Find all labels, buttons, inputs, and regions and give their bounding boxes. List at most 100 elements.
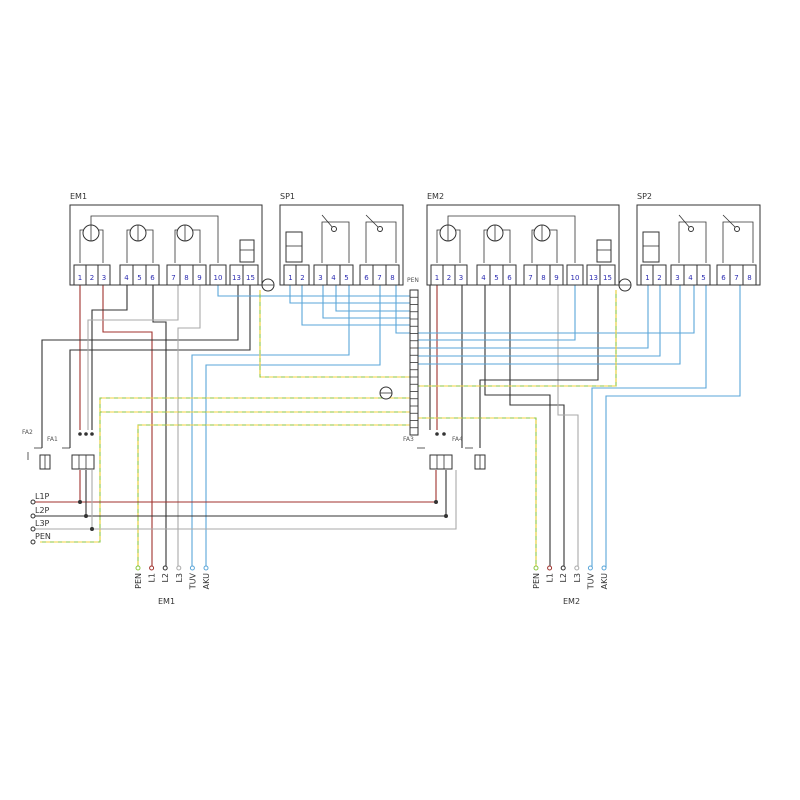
- breaker-fa1: FA1: [47, 432, 95, 470]
- breaker-fa1-label: FA1: [47, 436, 58, 443]
- feed-label-l1p: L1P: [35, 492, 50, 501]
- strip-cells: [410, 289, 418, 429]
- terminal-label: 7: [528, 274, 532, 282]
- terminal-3: 3: [670, 264, 685, 286]
- coil-em1-2: [126, 224, 154, 263]
- terminal-7: 7: [523, 264, 538, 286]
- terminal-6: 6: [145, 264, 160, 286]
- terminal-9: 9: [192, 264, 207, 286]
- block-em2-label: EM2: [427, 192, 444, 201]
- terminal-label: 2: [447, 274, 451, 282]
- terminal-label: 7: [377, 274, 381, 282]
- terminal-label: 15: [246, 274, 255, 282]
- terminal-label: 3: [675, 274, 679, 282]
- wire-em1-blue-2: [289, 285, 410, 304]
- block-sp1-label: SP1: [280, 192, 295, 201]
- terminal-label: 8: [541, 274, 545, 282]
- output-label: L1: [148, 573, 157, 583]
- terminal-label: 6: [150, 274, 155, 282]
- wire-em1-l2-out: [152, 285, 167, 568]
- wire-em1-blue-4: [322, 285, 410, 319]
- switch-sp1-1: [321, 214, 350, 263]
- terminal-1: 1: [640, 264, 655, 286]
- terminal-1: 1: [73, 264, 87, 286]
- terminal-4: 4: [683, 264, 698, 286]
- terminal-label: 15: [603, 274, 612, 282]
- terminal-label: 6: [364, 274, 369, 282]
- feed-label-l2p: L2P: [35, 506, 50, 515]
- terminal-2: 2: [295, 264, 310, 286]
- terminal-label: 4: [481, 274, 486, 282]
- terminal-5: 5: [339, 264, 354, 286]
- switch-sp2-2: [722, 214, 754, 263]
- output-label: L3: [573, 573, 582, 583]
- terminal-label: 2: [657, 274, 661, 282]
- output-terminal-l3: L3: [573, 565, 582, 583]
- terminal-5: 5: [696, 264, 711, 286]
- terminal-8: 8: [742, 264, 757, 286]
- terminal-10: 10: [209, 264, 227, 286]
- output-terminal-pen: PEN: [532, 565, 541, 589]
- switch-sp2-1: [678, 214, 707, 263]
- feed-lines: L1P L2P L3P PEN: [30, 492, 51, 545]
- terminal-label: 13: [232, 274, 241, 282]
- wire-em2-l2b: [509, 285, 565, 568]
- output-terminal-l1: L1: [546, 565, 555, 583]
- terminal-9: 9: [549, 264, 564, 286]
- terminal-label: 8: [747, 274, 751, 282]
- wire-em2-blue-6: [591, 285, 707, 568]
- terminal-label: 8: [390, 274, 394, 282]
- pen-strip-label: PEN: [407, 277, 419, 284]
- terminal-label: 2: [300, 274, 304, 282]
- terminal-label: 6: [507, 274, 512, 282]
- terminal-6: 6: [502, 264, 517, 286]
- terminal-8: 8: [385, 264, 400, 286]
- pen-terminal-strip: PEN: [379, 277, 419, 436]
- terminal-8: 8: [536, 264, 551, 286]
- breaker-fa3-label: FA3: [403, 436, 414, 443]
- wire-em2-blue-1: [418, 285, 576, 341]
- module-em1: [239, 239, 255, 263]
- terminal-label: 13: [589, 274, 598, 282]
- terminal-1: 1: [430, 264, 444, 286]
- terminal-label: 7: [734, 274, 738, 282]
- breaker-fa4: FA4: [452, 436, 486, 470]
- terminal-5: 5: [132, 264, 147, 286]
- breaker-fa3: FA3: [403, 432, 453, 470]
- output-label: L1: [546, 573, 555, 583]
- wire-em2-blue-7: [605, 285, 741, 568]
- terminal-label: 10: [214, 274, 223, 282]
- output-label: PEN: [134, 573, 143, 589]
- terminal-label: 1: [288, 274, 292, 282]
- wire-pe-em1: [40, 290, 410, 568]
- wire-em1-blue-5: [335, 285, 410, 312]
- terminal-3: 3: [454, 264, 468, 286]
- terminal-2: 2: [85, 264, 99, 286]
- output-terminal-l3: L3: [175, 565, 184, 583]
- wire-em2-blue-5: [418, 285, 695, 334]
- terminal-label: 5: [701, 274, 705, 282]
- wire-em1-l3-out: [177, 285, 201, 568]
- wire-feed-l2p: [34, 470, 447, 517]
- feed-label-l3p: L3P: [35, 519, 50, 528]
- wire-em1-l3: [87, 285, 179, 430]
- coil-em2-1: [436, 224, 461, 263]
- terminal-10: 10: [566, 264, 584, 286]
- output-group-em1-label: EM1: [158, 597, 175, 606]
- terminal-3: 3: [97, 264, 111, 286]
- terminal-5: 5: [489, 264, 504, 286]
- terminal-2: 2: [442, 264, 456, 286]
- output-terminal-aku: AKU: [202, 565, 211, 589]
- terminal-4: 4: [326, 264, 341, 286]
- output-label: L3: [175, 573, 184, 583]
- wires: [34, 285, 741, 568]
- terminal-label: 5: [344, 274, 348, 282]
- breaker-fa2: FA2: [22, 429, 51, 470]
- terminal-label: 1: [645, 274, 649, 282]
- output-terminal-aku: AKU: [600, 565, 609, 589]
